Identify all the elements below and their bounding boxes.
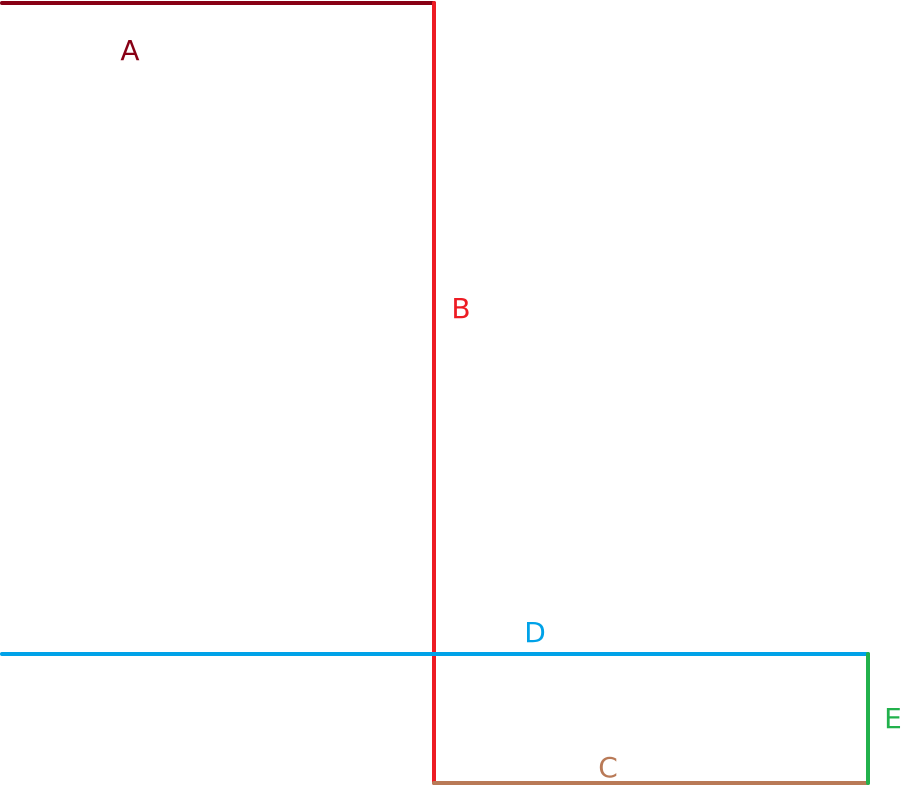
label-c: C — [598, 751, 618, 784]
label-e: E — [884, 702, 902, 735]
label-a: A — [120, 34, 139, 67]
label-d: D — [524, 616, 546, 649]
label-b: B — [451, 292, 470, 325]
